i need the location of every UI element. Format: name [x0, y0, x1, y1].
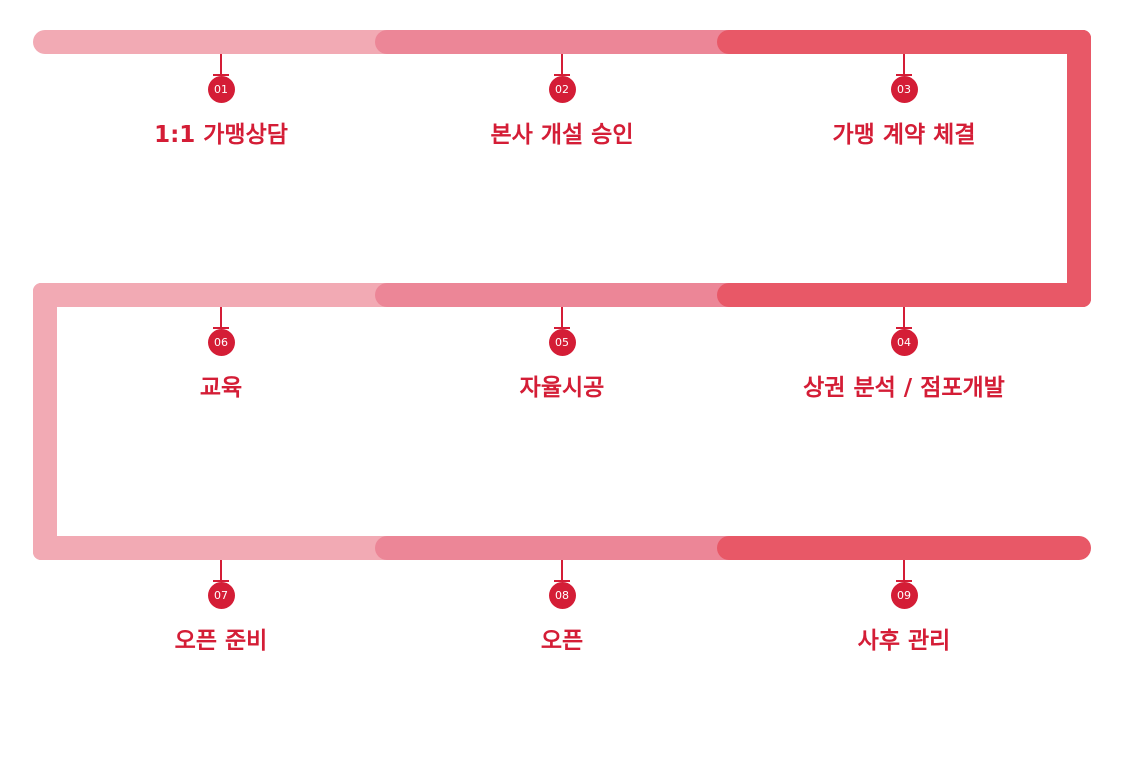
step-07: 07 오픈 준비: [71, 560, 371, 655]
step-stem: [220, 54, 222, 74]
step-number-badge: 04: [890, 329, 918, 356]
step-08: 08 오픈: [412, 560, 712, 655]
step-stem: [220, 307, 222, 327]
step-number-badge: 06: [207, 329, 235, 356]
step-01: 01 1:1 가맹상담: [71, 54, 371, 149]
track-row2-right: [717, 283, 1091, 307]
step-stem-cap: [554, 327, 570, 329]
track-left-connector: [33, 283, 57, 560]
step-02: 02 본사 개설 승인: [412, 54, 712, 149]
step-label: 본사 개설 승인: [490, 122, 634, 148]
step-label: 오픈: [540, 628, 584, 654]
step-label: 상권 분석 / 점포개발: [803, 375, 1005, 401]
step-label: 오픈 준비: [174, 628, 268, 654]
step-stem-cap: [554, 74, 570, 76]
step-label: 1:1 가맹상담: [154, 122, 288, 148]
step-stem: [220, 560, 222, 580]
step-stem-cap: [213, 327, 229, 329]
track-row3-right: [717, 536, 1091, 560]
track-row1-middle: [375, 30, 750, 54]
step-number-badge: 02: [548, 76, 576, 103]
track-row3-middle: [375, 536, 750, 560]
track-row3-left: [33, 536, 408, 560]
step-stem-cap: [896, 74, 912, 76]
step-03: 03 가맹 계약 체결: [754, 54, 1054, 149]
step-stem: [903, 307, 905, 327]
step-stem: [561, 54, 563, 74]
step-label: 교육: [199, 375, 243, 401]
step-number-badge: 01: [207, 76, 235, 103]
step-label: 가맹 계약 체결: [832, 122, 976, 148]
step-number-badge: 08: [548, 582, 576, 609]
step-06: 06 교육: [71, 307, 371, 402]
step-stem-cap: [554, 580, 570, 582]
step-number-badge: 09: [890, 582, 918, 609]
step-number-badge: 07: [207, 582, 235, 609]
step-number-badge: 03: [890, 76, 918, 103]
track-row1-right: [717, 30, 1091, 54]
step-stem-cap: [213, 74, 229, 76]
track-row2-middle: [375, 283, 750, 307]
step-stem: [903, 54, 905, 74]
track-right-connector: [1067, 30, 1091, 307]
track-row1-left: [33, 30, 408, 54]
step-stem: [903, 560, 905, 580]
step-stem-cap: [896, 580, 912, 582]
step-number-badge: 05: [548, 329, 576, 356]
step-label: 자율시공: [519, 375, 605, 401]
step-stem: [561, 560, 563, 580]
track-row2-left: [33, 283, 408, 307]
step-stem-cap: [213, 580, 229, 582]
step-stem-cap: [896, 327, 912, 329]
step-09: 09 사후 관리: [754, 560, 1054, 655]
step-stem: [561, 307, 563, 327]
step-05: 05 자율시공: [412, 307, 712, 402]
step-04: 04 상권 분석 / 점포개발: [754, 307, 1054, 402]
step-label: 사후 관리: [857, 628, 951, 654]
